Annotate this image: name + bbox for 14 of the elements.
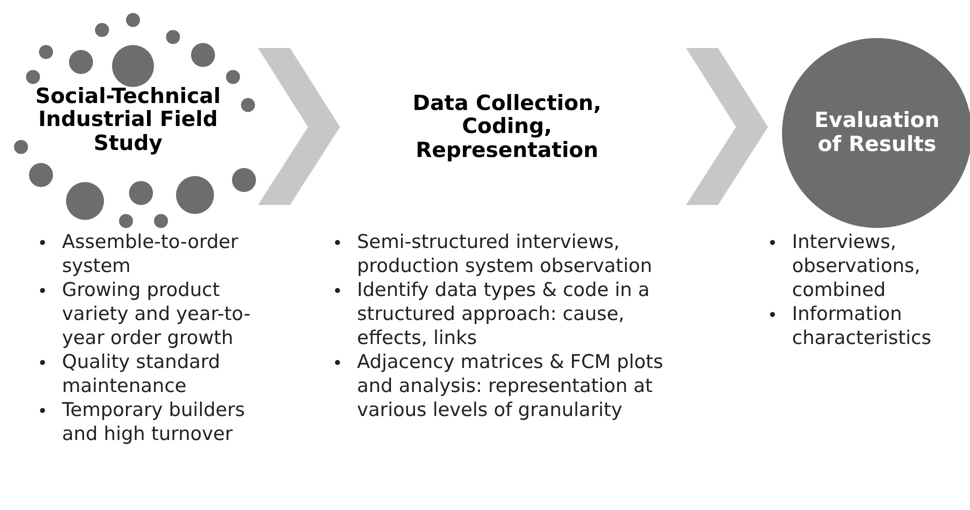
bullet-text: Growing product variety and year-to-year order growth (62, 278, 252, 350)
chevron-arrow (686, 48, 768, 205)
bullet-text: Adjacency matrices & FCM plots and analysis: representation at various levels of granularity (357, 350, 664, 422)
bullet-text: Identify data types & code in a structured approach: cause, effects, links (357, 278, 651, 350)
bullet-text: Quality standard maintenance (62, 350, 222, 398)
stage-title: Data Collection, Coding, Representation (412, 92, 602, 162)
bullet-text: Interviews, observations, combined (792, 230, 922, 302)
bullet-text: Information characteristics (792, 302, 932, 350)
stage-title: Evaluation of Results (813, 109, 941, 157)
stage-title: Social-Technical Industrial Field Study (34, 84, 222, 156)
chevron-arrow (258, 48, 340, 205)
bullet-text: Assemble-to-order system (62, 230, 240, 278)
bullet-text: Temporary builders and high turnover (62, 398, 246, 446)
bullet-text: Semi-structured interviews, production system observation (357, 230, 654, 278)
